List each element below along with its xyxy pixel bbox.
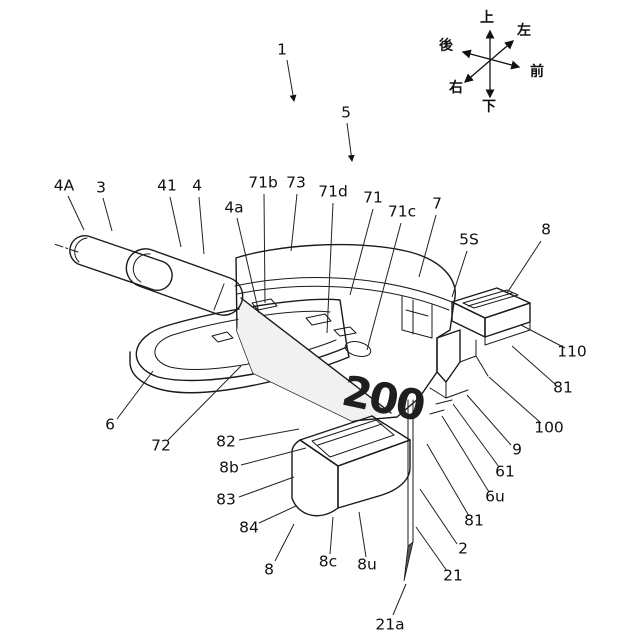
ref-label-5: 5 — [341, 103, 351, 122]
ref-label-4a: 4a — [224, 198, 244, 217]
ref-label-8c: 8c — [318, 552, 338, 571]
ref-label-8-top: 8 — [541, 220, 551, 239]
ref-label-71: 71 — [363, 188, 383, 207]
ref-label-71b: 71b — [248, 173, 278, 192]
compass-up-label: 上 — [480, 10, 494, 26]
ref-label-72: 72 — [151, 436, 171, 455]
ref-label-6u: 6u — [485, 487, 505, 506]
ref-label-9: 9 — [512, 440, 522, 459]
ref-label-110: 110 — [557, 342, 587, 361]
cable — [53, 234, 173, 292]
needle — [403, 399, 414, 582]
ref-label-6: 6 — [105, 415, 115, 434]
compass-right-label: 右 — [449, 80, 463, 96]
compass-front-label: 前 — [530, 64, 544, 80]
ref-label-2: 2 — [458, 539, 468, 558]
lower-block — [291, 415, 411, 517]
ref-label-1: 1 — [277, 40, 287, 59]
ref-label-61: 61 — [495, 462, 515, 481]
ref-label-7: 7 — [432, 194, 442, 213]
ref-label-8b: 8b — [219, 458, 239, 477]
connector-sleeve — [125, 248, 244, 316]
ref-label-82: 82 — [216, 432, 236, 451]
ref-label-83: 83 — [216, 490, 236, 509]
ref-label-84: 84 — [239, 518, 259, 537]
ref-label-81-upper: 81 — [553, 378, 573, 397]
ref-label-8-bottom: 8 — [264, 560, 274, 579]
housing-body — [234, 243, 456, 422]
ref-label-71d: 71d — [318, 182, 348, 201]
ref-label-4: 4 — [192, 176, 202, 195]
compass-down-label: 下 — [482, 99, 496, 115]
ref-label-4A: 4A — [53, 176, 75, 195]
ref-label-71c: 71c — [387, 202, 417, 221]
needle-hub — [429, 329, 489, 415]
ref-label-8u: 8u — [357, 555, 377, 574]
ref-label-21a: 21a — [375, 615, 405, 634]
ref-label-21: 21 — [443, 566, 463, 585]
ref-label-5S: 5S — [459, 230, 479, 249]
compass-back-label: 後 — [439, 38, 453, 54]
leader-lines — [67, 59, 566, 616]
ref-label-41: 41 — [157, 176, 177, 195]
right-bracket — [451, 287, 531, 346]
compass-left-label: 左 — [517, 23, 531, 39]
compass-arrows — [461, 29, 521, 99]
ref-label-81-lower: 81 — [464, 511, 484, 530]
ref-label-73: 73 — [286, 173, 306, 192]
ref-label-100: 100 — [534, 418, 564, 437]
ref-label-3: 3 — [96, 178, 106, 197]
